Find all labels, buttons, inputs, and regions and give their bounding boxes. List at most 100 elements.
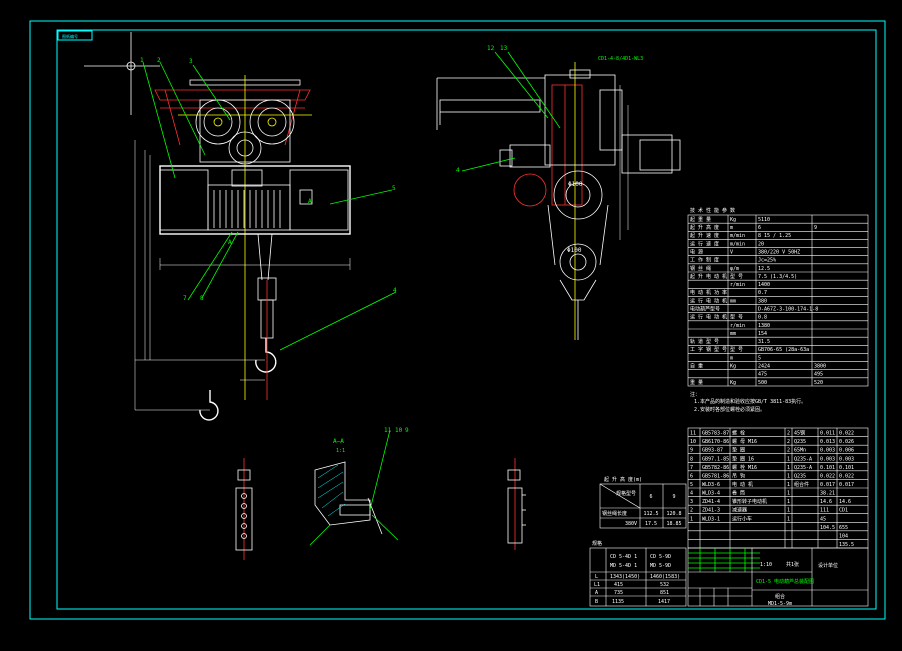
outer-frame bbox=[29, 20, 886, 620]
spec-cell: m bbox=[730, 225, 733, 231]
section-scale: 1:1 bbox=[336, 448, 345, 454]
parts-cell: 3 bbox=[690, 499, 693, 505]
balloon-2: 2 bbox=[157, 57, 161, 64]
spec-cell: 型 号 bbox=[730, 314, 743, 321]
parts-cell: 1 bbox=[787, 499, 790, 505]
parts-cell: WLD3-6 bbox=[702, 482, 720, 488]
spec-cell: 电 源 bbox=[690, 249, 703, 256]
spec-cell: 380 bbox=[758, 298, 767, 304]
spec-cell: Jc=25% bbox=[758, 258, 776, 264]
parts-cell: 38.21 bbox=[820, 491, 835, 497]
parts-cell: 减速器 bbox=[732, 507, 747, 514]
parts-cell: 0.017 bbox=[820, 482, 835, 488]
spec-cell: 重 量 bbox=[690, 379, 703, 386]
model-col2b: MD 5-9D bbox=[650, 563, 671, 569]
spec-cell: 6 bbox=[758, 225, 761, 231]
model-row-b-v2: 1417 bbox=[658, 599, 670, 605]
spec-cell: V bbox=[730, 250, 733, 256]
parts-cell: ZD41-3 bbox=[702, 508, 720, 514]
parts-cell: 组合件 bbox=[794, 481, 809, 488]
parts-cell: WLD3-1 bbox=[702, 516, 720, 522]
model-row-l-key: L bbox=[595, 574, 598, 580]
parts-cell: 0.022 bbox=[839, 431, 854, 437]
drum-windings bbox=[213, 190, 281, 228]
wheel-label-side: Φ100 bbox=[568, 181, 583, 188]
balloon-8: 8 bbox=[200, 295, 204, 302]
height-col-9: 9 bbox=[672, 494, 675, 500]
balloon-3: 3 bbox=[189, 58, 193, 65]
model-row-b-v1: 1135 bbox=[612, 599, 624, 605]
spec-cell: mm bbox=[730, 331, 736, 337]
parts-cell: 1 bbox=[787, 465, 790, 471]
height-row2-v1: 17.5 bbox=[645, 521, 657, 527]
height-col-6: 6 bbox=[649, 494, 652, 500]
model-row-a-v2: 851 bbox=[660, 590, 669, 596]
title-scale: 1:10 bbox=[760, 562, 772, 568]
parts-cell: 0.003 bbox=[839, 456, 854, 462]
chain-detail-left bbox=[235, 458, 253, 560]
spec-cell: 520 bbox=[814, 380, 823, 386]
parts-cell: WLD3-4 bbox=[702, 491, 720, 497]
spec-cell: 9 bbox=[814, 225, 817, 231]
parts-cell: 14.6 bbox=[839, 499, 851, 505]
parts-cell: 7 bbox=[690, 465, 693, 471]
parts-cell: 0.003 bbox=[820, 448, 835, 454]
inner-frame bbox=[56, 29, 877, 610]
parts-cell: 电 动 机 bbox=[732, 481, 753, 488]
parts-cell: 2 bbox=[787, 431, 790, 437]
parts-cell: 5 bbox=[690, 482, 693, 488]
section-label: A—A bbox=[333, 438, 344, 445]
spec-cell: 起 升 速 度 bbox=[690, 232, 719, 239]
spec-cell: φ/m bbox=[730, 266, 739, 272]
balloon-4-side: 4 bbox=[456, 167, 460, 174]
view-arrow-a-top: A bbox=[308, 198, 312, 205]
spec-cell: D-A67Z-3-100-174-1-8 bbox=[758, 307, 818, 313]
parts-cell: Q235 bbox=[794, 473, 806, 479]
height-table-caption: 起 升 高 度(m) bbox=[604, 476, 642, 483]
parts-cell: 2 bbox=[787, 439, 790, 445]
parts-cell: 14.6 bbox=[820, 499, 832, 505]
wheel-label-bottom: Φ100 bbox=[567, 247, 582, 254]
parts-cell: 0.006 bbox=[839, 448, 854, 454]
front-view: A A bbox=[84, 32, 351, 421]
spec-note-1: 1.本产品的制造和验收应按GB/T 3811-83执行。 bbox=[694, 398, 806, 405]
parts-cell: 65Mn bbox=[794, 448, 806, 454]
parts-cell: 0.022 bbox=[839, 473, 854, 479]
parts-cell: GB5783-87 bbox=[702, 431, 729, 437]
parts-cell: Q235 bbox=[794, 439, 806, 445]
parts-cell: 0.022 bbox=[820, 473, 835, 479]
title-tag: 图纸编号 bbox=[62, 33, 78, 39]
side-leaders: 12 13 4 bbox=[456, 45, 561, 174]
spec-cell: 2424 bbox=[758, 364, 770, 370]
balloon-1: 1 bbox=[140, 57, 144, 64]
spec-cell: 钢 丝 绳 bbox=[690, 265, 711, 272]
parts-cell: ZD41-4 bbox=[702, 499, 720, 505]
parts-cell: 11 bbox=[690, 431, 696, 437]
parts-cell: 垫 圈 bbox=[732, 447, 745, 454]
spec-cell: m/min bbox=[730, 233, 745, 239]
parts-cell: 1 bbox=[787, 516, 790, 522]
title-code: MD1-5-9m bbox=[768, 601, 792, 607]
front-leaders: 1 2 3 4 5 7 8 bbox=[140, 57, 397, 351]
spec-cell: 0.7 bbox=[758, 290, 767, 296]
parts-cell: 吊 钩 bbox=[732, 472, 745, 479]
spec-table-title: 技 术 性 能 参 数 bbox=[690, 207, 735, 214]
spec-cell: 电动葫芦型号 bbox=[690, 306, 720, 313]
spec-cell: 起 重 量 bbox=[690, 216, 711, 223]
parts-cell: 6 bbox=[690, 473, 693, 479]
spec-cell: 1380 bbox=[758, 323, 770, 329]
parts-cell: GB97.1-85 bbox=[702, 456, 729, 462]
title-drawing-name: CD1-5 电动葫芦总装配图 bbox=[756, 578, 814, 585]
spec-cell: m/min bbox=[730, 241, 745, 247]
model-row-b-key: B bbox=[595, 599, 598, 605]
parts-cell: 锥形转子电动机 bbox=[732, 498, 767, 505]
section-view: A—A 1:1 11 10 9 bbox=[309, 427, 409, 546]
parts-cell: 1 bbox=[787, 456, 790, 462]
model-col2: CD 5-9D bbox=[650, 554, 671, 560]
parts-cell: 卷 筒 bbox=[732, 490, 745, 497]
spec-cell: 5 bbox=[758, 355, 761, 361]
parts-cell: 45 bbox=[820, 516, 826, 522]
parts-cell: 1 bbox=[787, 491, 790, 497]
spec-cell: Kg bbox=[730, 217, 736, 223]
